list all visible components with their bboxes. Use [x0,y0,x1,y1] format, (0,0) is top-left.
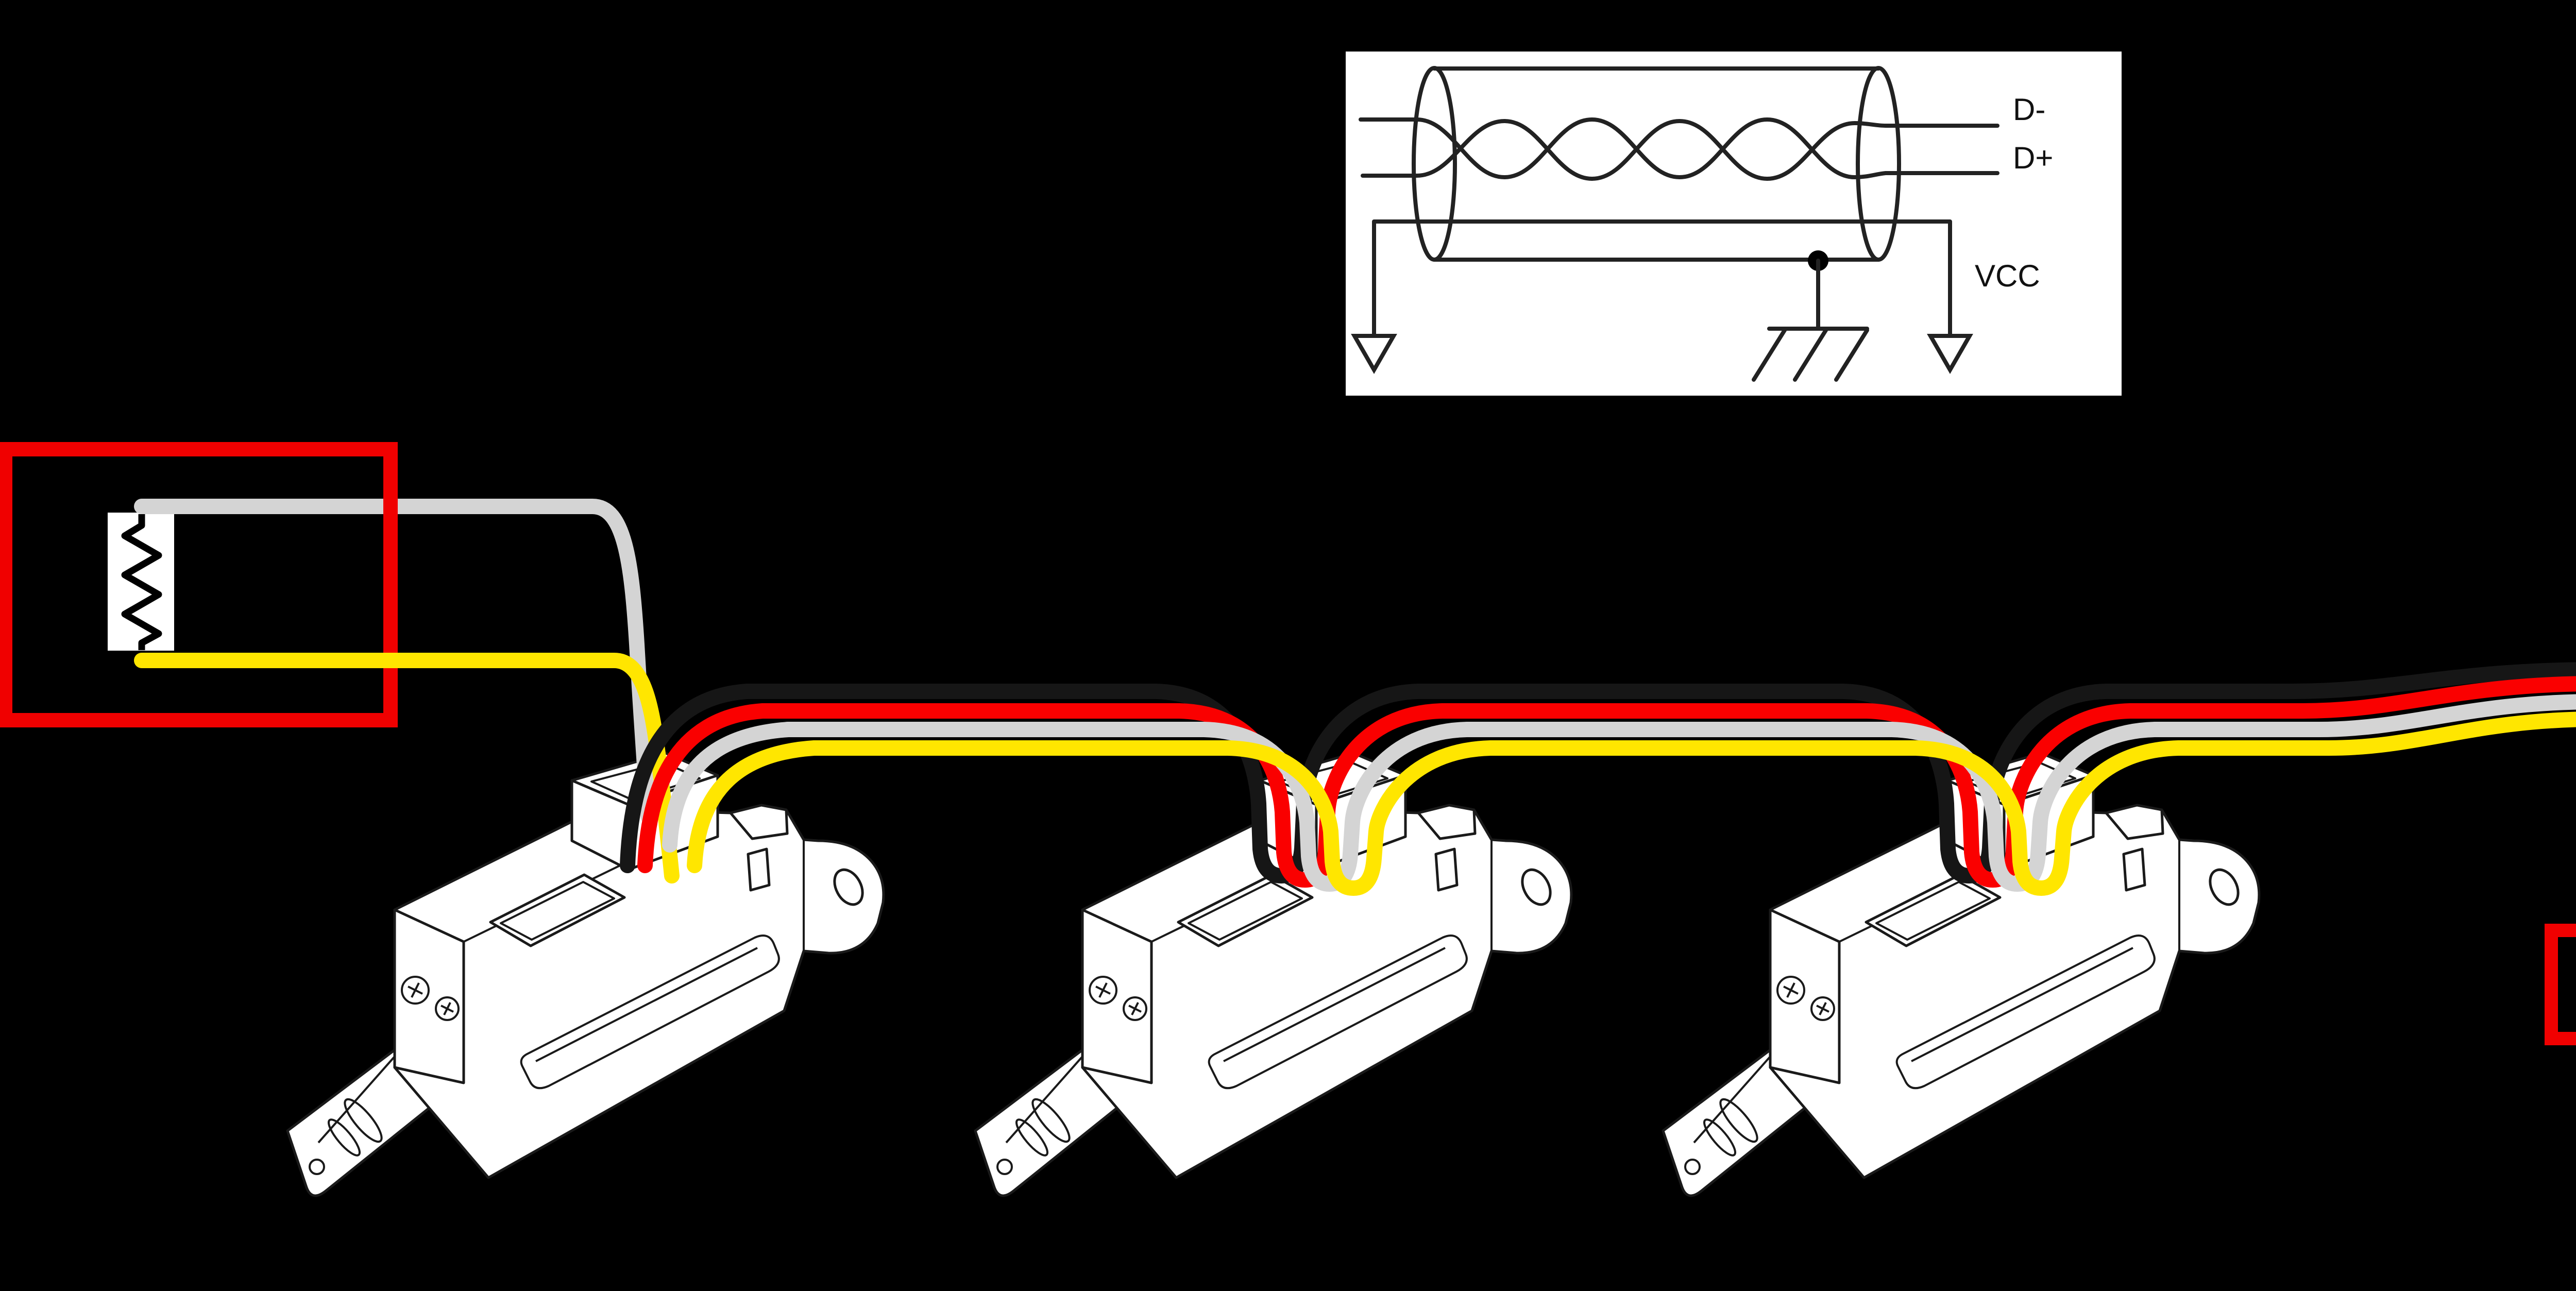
termination-highlight-box [0,442,398,727]
label-d-minus: D- [2013,92,2045,127]
earth-ground-left [1351,334,1397,375]
wire-black-bus [620,662,2576,884]
wire-yellow-bus [687,711,2576,896]
twisted-pair-diagram: D- D+ VCC [1346,52,2122,396]
cable-shield-cylinder [1412,66,1901,262]
termination-resistor [108,513,174,651]
resistor-zigzag [121,514,162,650]
switch-highlight-box [2545,924,2576,1045]
label-d-plus: D+ [2013,141,2053,175]
label-vcc: VCC [1975,259,2040,293]
chassis-ground [1752,328,1869,382]
shield-conductor [1351,219,1973,382]
twisted-pair-wires [1359,117,1999,181]
ir-usb03-module: GND VCC D+ D- RS-485 SIG VCC GND TTL IR-… [2545,924,2576,1045]
earth-ground-right [1927,334,1973,375]
